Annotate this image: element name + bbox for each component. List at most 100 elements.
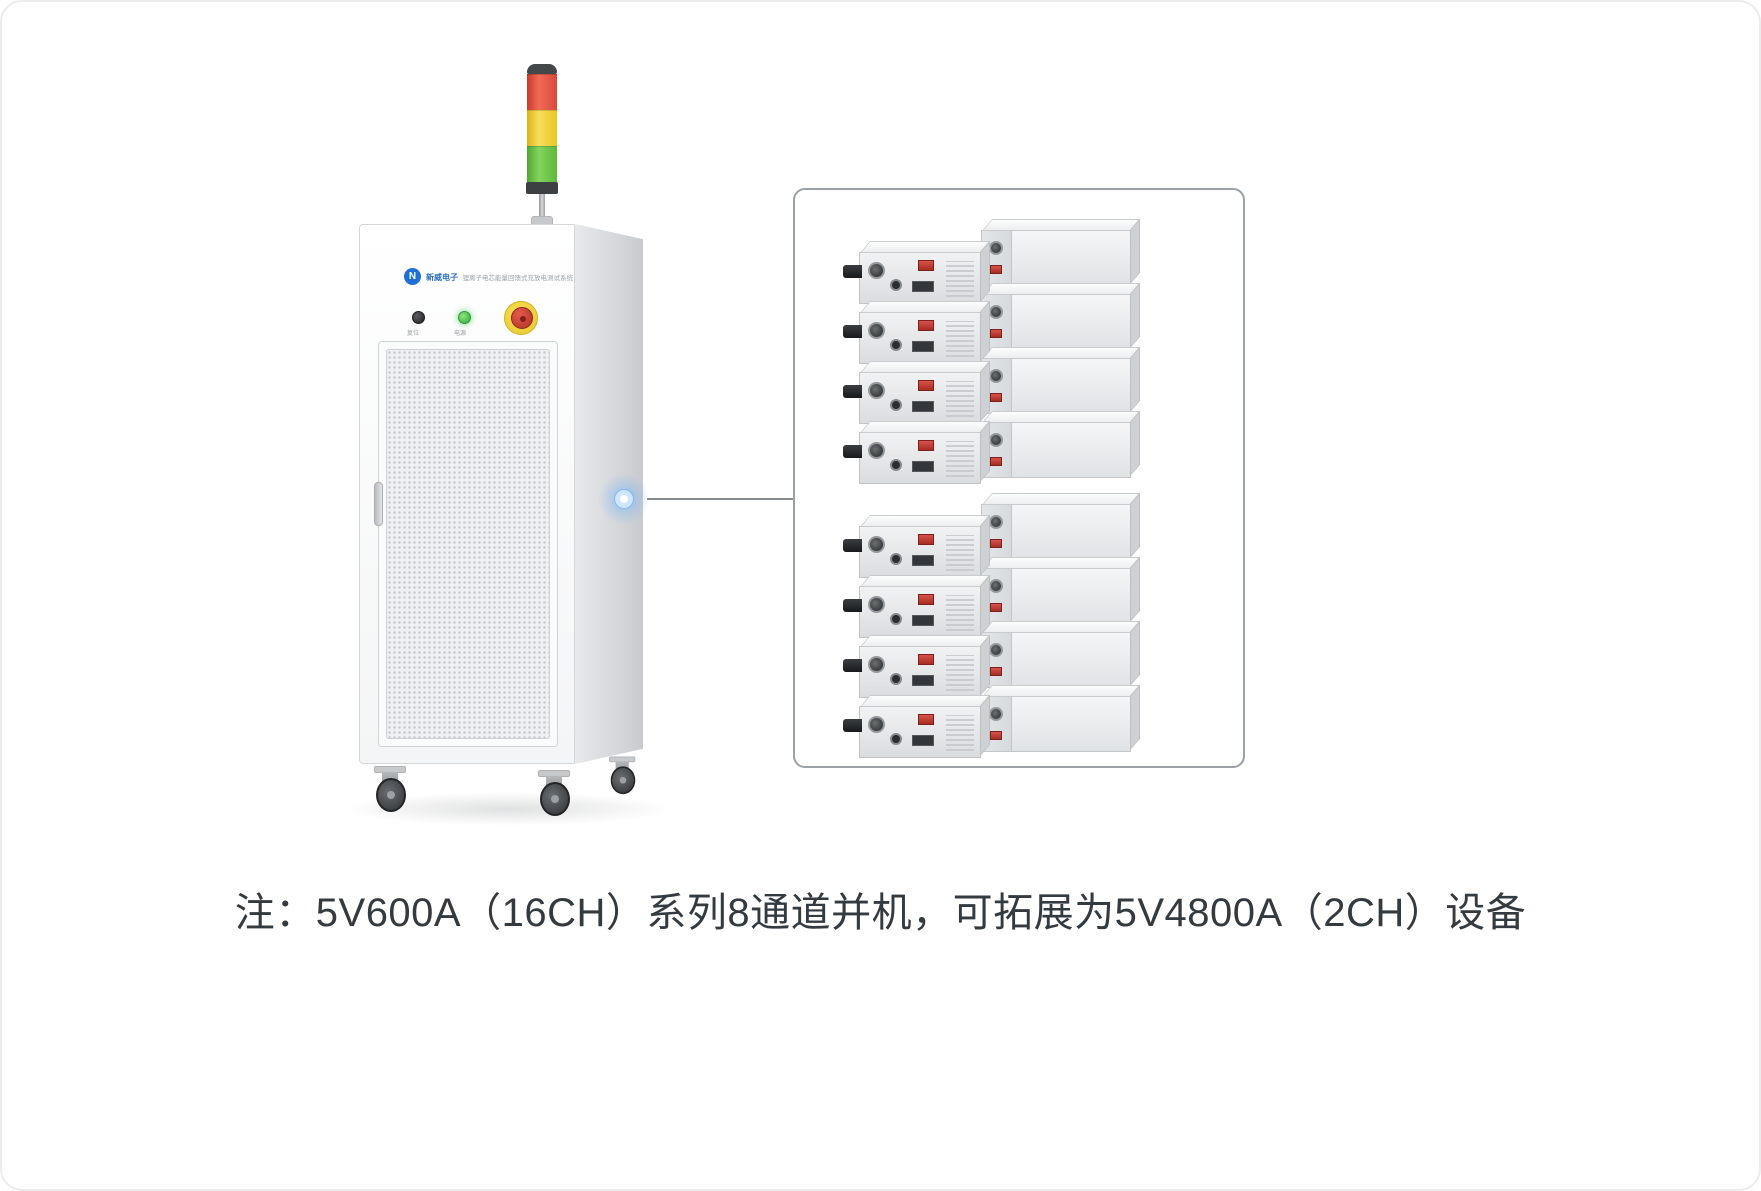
power-indicator [458,311,471,324]
glow-center [620,495,628,503]
module-top-face [982,411,1141,423]
module-top-face [860,635,991,647]
module-top-face [982,219,1141,231]
module-top-face [982,347,1141,359]
connector-icon [890,613,902,625]
module-stack-bottom [795,492,1243,774]
emergency-stop-button [504,301,538,335]
module-end-face [1130,620,1140,686]
connector-icon [890,459,902,471]
cable-plug [843,325,862,338]
product-title-text: 锂离子电芯能量回馈式充放电测试系统 [462,275,573,282]
module-front [843,694,991,758]
terminal-block [918,594,934,605]
caster-hub [551,795,559,803]
module-side [981,684,1141,752]
cable-plug [843,445,862,458]
module-end-face [1130,346,1140,412]
terminal-block [990,329,1002,338]
brand-row: N 新威电子 锂离子电芯能量回馈式充放电测试系统 [404,267,573,285]
terminal-block [990,539,1002,548]
module-display [912,461,934,472]
module-top-face [982,621,1141,633]
module-side [981,492,1141,560]
module-display [912,735,934,746]
module-front [843,634,991,698]
connector-icon [890,279,902,291]
connector-icon [890,733,902,745]
terminal-block [918,440,934,451]
module-display [912,341,934,352]
terminal-block [990,731,1002,740]
vent-grille [946,535,974,571]
vent-grille [946,381,974,417]
connector-icon [989,305,1003,319]
connector-icon [868,596,885,613]
terminal-block [918,380,934,391]
module-front [843,574,991,638]
vent-grille [946,441,974,477]
module-top-face [860,575,991,587]
cabinet-door [374,341,558,747]
connector-icon [890,399,902,411]
connector-icon [890,553,902,565]
tower-light [526,64,558,280]
cable-plug [843,539,862,552]
caster-hub [387,791,395,799]
module-display [912,401,934,412]
caption-text: 注：5V600A（16CH）系列8通道并机，可拓展为5V4800A（2CH）设备 [234,891,1527,935]
connector-icon [890,339,902,351]
tower-red-segment [527,74,557,110]
module-front [843,514,991,578]
terminal-block [990,457,1002,466]
reset-button-label: 复位 [407,331,420,337]
module-top-face [860,361,991,373]
terminal-block [990,393,1002,402]
terminal-block [990,667,1002,676]
caster-wheel [604,756,642,798]
terminal-block [918,534,934,545]
connector-icon [868,262,885,279]
terminal-block [918,654,934,665]
connector-icon [890,673,902,685]
cable-plug [843,599,862,612]
brand-logo-icon: N [404,267,421,285]
terminal-block [990,603,1002,612]
module-top-face [860,515,991,527]
module-side [981,346,1141,414]
module-side [981,218,1141,286]
power-indicator-label: 电源 [454,331,467,337]
module-end-face [1130,410,1140,476]
module-display [912,555,934,566]
terminal-block [918,320,934,331]
terminal-block [990,265,1002,274]
module-display [912,615,934,626]
connector-icon [868,382,885,399]
module-display [912,675,934,686]
module-top-face [860,695,991,707]
tower-base [526,182,558,194]
tower-yellow-segment [527,110,557,146]
cable-plug [843,719,862,732]
module-front [843,240,991,304]
module-side [981,556,1141,624]
module-front [843,360,991,424]
terminal-block [918,260,934,271]
module-top-face [860,241,991,253]
module-top-face [982,493,1141,505]
module-display [912,281,934,292]
tower-cap [527,64,557,74]
connector-icon [989,241,1003,255]
connector-icon [868,716,885,733]
module-side [981,410,1141,478]
cabinet-front-panel: N 新威电子 锂离子电芯能量回馈式充放电测试系统 复位 电源 [359,224,575,764]
module-end-face [1130,556,1140,622]
module-side [981,282,1141,350]
caster-hub [619,777,627,784]
connector-icon [989,707,1003,721]
connector-icon [989,369,1003,383]
module-end-face [1130,282,1140,348]
vent-grille [946,261,974,297]
connector-icon [989,579,1003,593]
